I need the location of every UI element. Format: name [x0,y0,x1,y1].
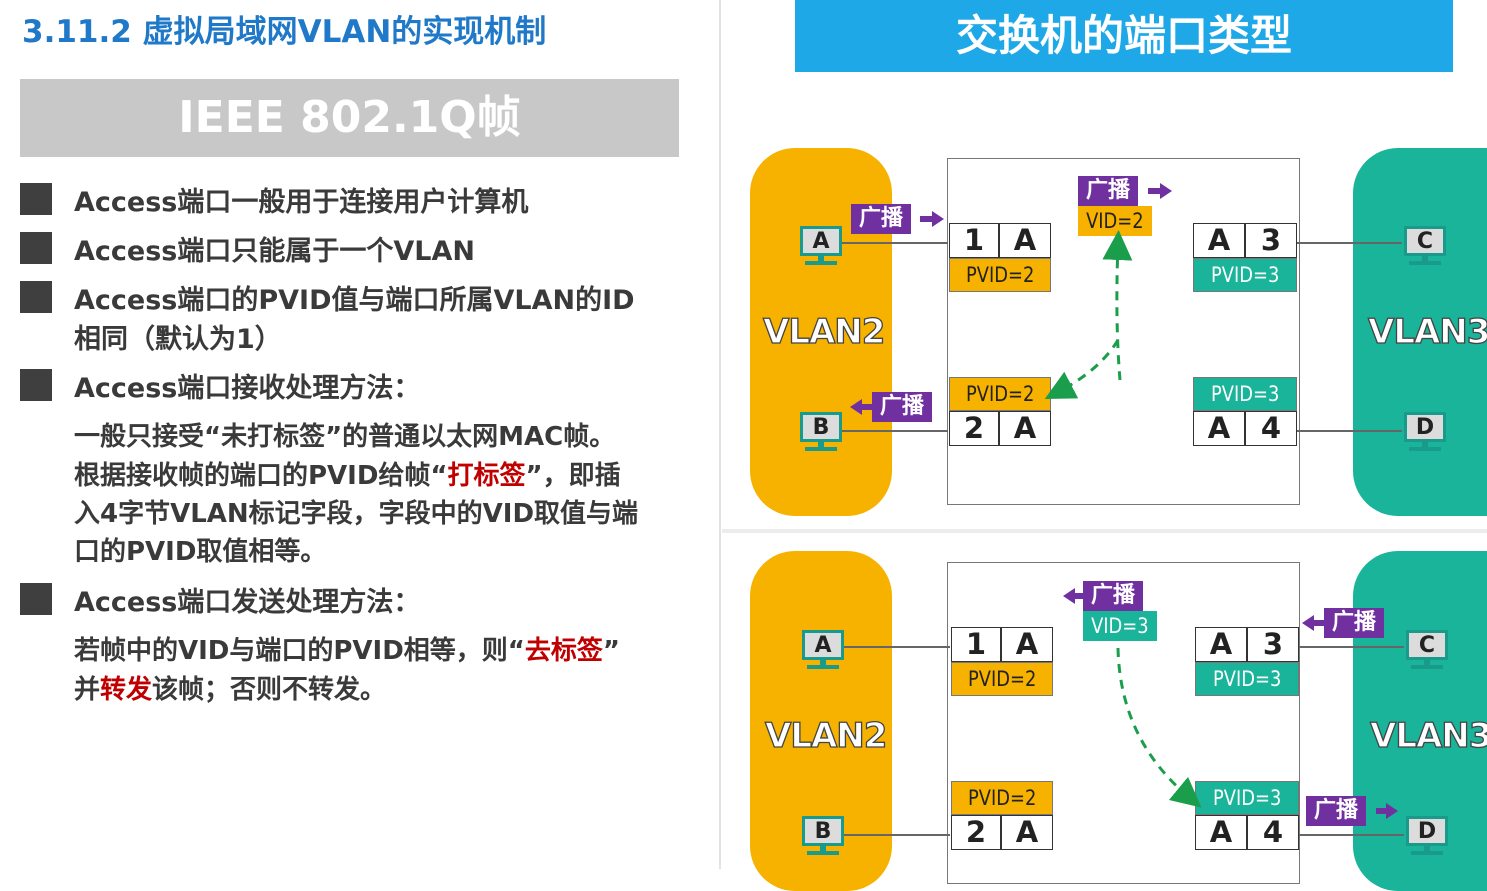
dashed-path-top [1102,230,1133,381]
monitor-icon: A [802,630,844,660]
diagram-title: 交换机的端口类型 [955,11,1292,60]
broadcast-tag: 广播 [1324,608,1385,638]
port1-pvid: PVID=2 [951,662,1053,696]
port1-number: 1 [949,223,999,258]
port3-number: 3 [1247,627,1299,662]
wire [1299,834,1404,836]
frame-banner-title: IEEE 802.1Q帧 [178,92,521,143]
wire [1297,242,1402,244]
vid-label: VID=3 [1083,611,1157,641]
port4-pvid: PVID=3 [1195,781,1299,815]
port4-number: 4 [1245,411,1297,446]
receive-para-line1: 一般只接受“未打标签”的普通以太网MAC帧。 [74,422,616,452]
port3-type: A [1195,627,1247,662]
port1-number: 1 [951,627,1001,662]
broadcast-tag: 广播 [1083,581,1144,611]
arrow-left-icon [1302,615,1314,631]
monitor-icon: C [1404,226,1446,256]
port4-type: A [1195,815,1247,850]
monitor-icon: D [1404,412,1446,442]
arrow-left-icon [850,399,862,415]
send-para-line2: 并转发该帧；否则不转发。 [74,675,387,705]
port2-pvid: PVID=2 [951,781,1053,815]
wire [844,646,950,648]
port2-number: 2 [951,815,1001,850]
port2-number: 2 [949,411,999,446]
vlan2-label-bottom: VLAN2 [764,715,888,756]
dashed-path-top-lower [1044,339,1120,399]
bullet-square [20,369,52,401]
receive-para-line2: 根据接收帧的端口的PVID给帧“打标签”，即插 [74,461,621,491]
wire [1299,646,1404,648]
monitor-icon: B [802,816,844,846]
port2-type: A [1001,815,1053,850]
port3-pvid: PVID=3 [1195,662,1299,696]
port2-pvid: PVID=2 [949,377,1051,411]
bullet-square [20,281,52,313]
vlan2-label-top: VLAN2 [762,311,886,352]
monitor-icon: D [1406,816,1448,846]
port1-type: A [999,223,1051,258]
port3-pvid: PVID=3 [1193,258,1297,292]
wire [842,242,948,244]
monitor-icon: C [1406,630,1448,660]
arrow-right-icon [1160,183,1172,199]
highlight-untag: 去标签 [524,636,603,666]
vlan3-label-bottom: VLAN3 [1369,715,1487,756]
arrow-right-icon [1386,803,1398,819]
receive-para-line4: 口的PVID取值相等。 [74,537,327,567]
port1-pvid: PVID=2 [949,258,1051,292]
broadcast-tag: 广播 [1078,176,1139,206]
wire [844,834,950,836]
bullet-text-send: Access端口发送处理方法： [74,587,421,618]
highlight-forward: 转发 [100,675,153,705]
monitor-icon: B [800,412,842,442]
wire [1297,430,1402,432]
highlight-tag: 打标签 [447,461,526,491]
broadcast-tag: 广播 [872,392,933,422]
receive-para-line3: 入4字节VLAN标记字段，字段中的VID取值与端 [74,499,639,529]
bullet-text-receive: Access端口接收处理方法： [74,373,421,404]
bullet-square [20,232,52,264]
port4-number: 4 [1247,815,1299,850]
bullet-text-single-vlan: Access端口只能属于一个VLAN [74,236,475,267]
arrow-left-icon [1063,588,1075,604]
vlan3-label-top: VLAN3 [1367,311,1487,352]
vlan3-zone-top [1353,148,1487,516]
arrow-right-icon [932,211,944,227]
port2-type: A [999,411,1051,446]
panel-divider [719,0,721,869]
diagram-divider [722,529,1487,533]
bullet-text-pvid-line1: Access端口的PVID值与端口所属VLAN的ID [74,285,635,316]
port4-type: A [1193,411,1245,446]
broadcast-tag: 广播 [851,204,912,234]
port3-number: 3 [1245,223,1297,258]
port1-type: A [1001,627,1053,662]
vid-label: VID=2 [1078,206,1152,236]
broadcast-tag: 广播 [1306,796,1367,826]
bullet-square [20,583,52,615]
wire [842,430,948,432]
bullet-text-pvid-line2: 相同（默认为1） [74,324,282,355]
section-title: 3.11.2 虚拟局域网VLAN的实现机制 [22,14,547,50]
port4-pvid: PVID=3 [1193,377,1297,411]
bullet-square [20,183,52,215]
forwarding-paths [1044,230,1202,808]
bullet-text-usage: Access端口一般用于连接用户计算机 [74,187,529,218]
diagram-title-bar [795,0,1453,72]
monitor-icon: A [800,226,842,256]
dashed-path-bottom [1116,647,1202,808]
port3-type: A [1193,223,1245,258]
frame-banner [20,79,679,157]
send-para-line1: 若帧中的VID与端口的PVID相等，则“去标签” [74,636,621,666]
